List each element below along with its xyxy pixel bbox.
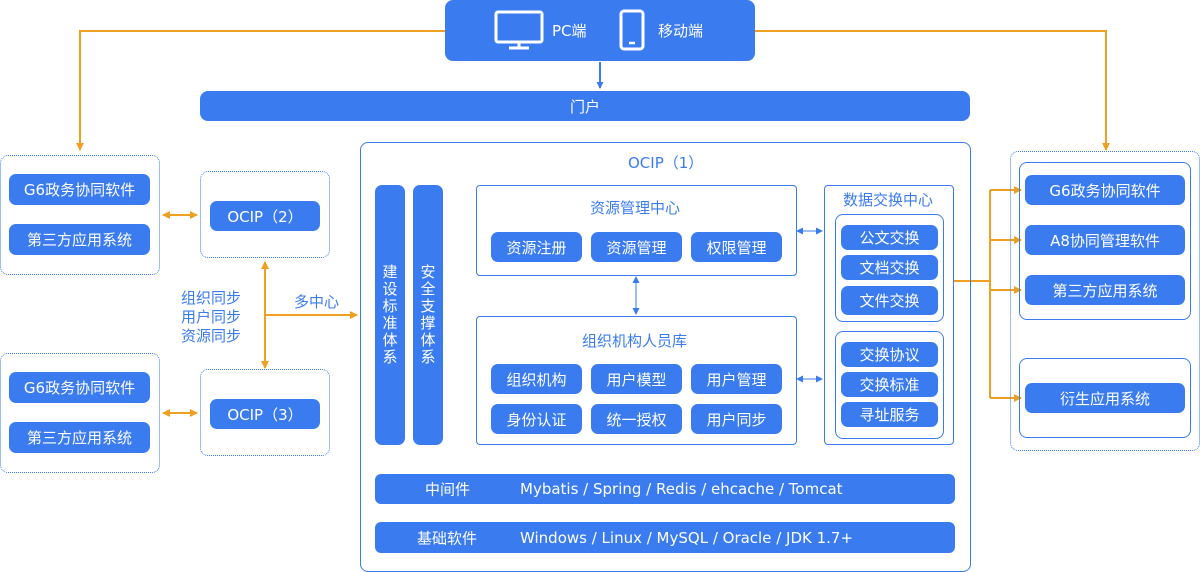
pc-label: PC端 [552, 22, 587, 40]
exchange-center-title: 数据交换中心 [843, 191, 934, 209]
org-item-3-label: 用户管理 [706, 370, 767, 389]
exchange-g2-item-3: 寻址服务 [841, 402, 938, 427]
right-derived-app-label: 衍生应用系统 [1059, 389, 1150, 408]
right-app-2: A8协同管理软件 [1025, 225, 1185, 255]
resource-item-1-label: 资源注册 [506, 238, 567, 257]
org-item-3: 用户管理 [691, 364, 782, 394]
exchange-g1-item-3-label: 文件交换 [859, 292, 920, 310]
ocip3-label: OCIP（3） [227, 405, 303, 424]
resource-item-1: 资源注册 [491, 232, 582, 262]
middleware-value: Mybatis / Spring / Redis / ehcache / Tom… [520, 480, 843, 498]
exchange-group-1 [835, 214, 944, 322]
org-item-5: 统一授权 [591, 404, 682, 434]
left-bottom-app-2-label: 第三方应用系统 [26, 429, 132, 447]
left-top-app-1-label: G6政务协同软件 [23, 181, 136, 199]
vert-security: 安全支撑体系 [413, 185, 443, 445]
vert-security-label: 安全支撑体系 [420, 263, 436, 366]
resource-center-title: 资源管理中心 [590, 199, 681, 217]
right-app-3: 第三方应用系统 [1025, 275, 1185, 305]
vert-standard-label: 建设标准体系 [382, 263, 398, 366]
right-app-1-label: G6政务协同软件 [1049, 181, 1161, 200]
left-top-app-1: G6政务协同软件 [9, 174, 150, 205]
ocip2-group [200, 171, 330, 258]
exchange-g2-item-1-label: 交换协议 [859, 346, 920, 364]
exchange-g2-item-3-label: 寻址服务 [859, 406, 920, 424]
exchange-g1-item-2-label: 文档交换 [859, 259, 920, 277]
sync-line-1: 组织同步 [181, 289, 242, 307]
exchange-g1-item-1-label: 公文交换 [859, 229, 920, 247]
connector-top-right [755, 30, 1110, 151]
left-top-app-group [0, 155, 160, 275]
multi-center-label: 多中心 [294, 293, 340, 311]
base-software-label: 基础软件 [417, 529, 478, 547]
left-bottom-app-1-label: G6政务协同软件 [23, 379, 136, 397]
resource-item-2: 资源管理 [591, 232, 682, 262]
base-software-bar: 基础软件 Windows / Linux / MySQL / Oracle / … [375, 522, 955, 553]
middleware-bar: 中间件 Mybatis / Spring / Redis / ehcache /… [375, 474, 955, 504]
org-item-5-label: 统一授权 [606, 410, 667, 429]
exchange-g1-item-3: 文件交换 [841, 286, 938, 315]
resource-item-2-label: 资源管理 [606, 238, 667, 257]
org-item-4: 身份认证 [491, 404, 582, 434]
sync-line-3: 资源同步 [181, 327, 242, 345]
right-app-3-label: 第三方应用系统 [1052, 281, 1158, 300]
ocip3-node: OCIP（3） [210, 399, 320, 429]
mobile-label: 移动端 [658, 22, 704, 40]
left-top-app-2-label: 第三方应用系统 [26, 231, 132, 249]
mobile-icon [619, 9, 645, 51]
left-bottom-app-1: G6政务协同软件 [9, 372, 150, 403]
right-derived-app: 衍生应用系统 [1025, 383, 1185, 413]
org-item-2: 用户模型 [591, 364, 682, 394]
resource-item-3-label: 权限管理 [706, 238, 767, 257]
portal-label: 门户 [569, 97, 600, 116]
vert-standard: 建设标准体系 [375, 185, 405, 445]
org-item-1-label: 组织机构 [506, 370, 567, 389]
base-software-value: Windows / Linux / MySQL / Oracle / JDK 1… [520, 528, 854, 547]
right-app-1: G6政务协同软件 [1025, 175, 1185, 205]
exchange-g2-item-1: 交换协议 [841, 342, 938, 367]
right-derived-subgroup [1019, 358, 1191, 438]
org-item-6: 用户同步 [691, 404, 782, 434]
resource-item-3: 权限管理 [691, 232, 782, 262]
left-top-app-2: 第三方应用系统 [9, 224, 150, 255]
exchange-g1-item-2: 文档交换 [841, 255, 938, 280]
left-bottom-app-2: 第三方应用系统 [9, 422, 150, 453]
exchange-g1-item-1: 公文交换 [841, 225, 938, 250]
middleware-label: 中间件 [425, 480, 471, 499]
portal-bar: 门户 [200, 91, 970, 121]
ocip2-label: OCIP（2） [227, 207, 303, 226]
ocip3-group [200, 369, 330, 456]
left-bottom-app-group [0, 353, 160, 473]
monitor-icon [494, 10, 544, 50]
exchange-g2-item-2-label: 交换标准 [859, 376, 920, 394]
right-app-subgroup [1019, 162, 1191, 320]
ocip2-node: OCIP（2） [210, 201, 320, 231]
ocip1-title: OCIP（1） [628, 154, 704, 172]
client-bar: PC端 移动端 [445, 0, 755, 61]
org-item-4-label: 身份认证 [506, 410, 567, 429]
sync-line-2: 用户同步 [181, 308, 242, 326]
exchange-group-2 [835, 331, 944, 439]
org-db-title: 组织机构人员库 [582, 332, 688, 350]
right-app-2-label: A8协同管理软件 [1050, 231, 1160, 250]
exchange-g2-item-2: 交换标准 [841, 372, 938, 397]
connector-top-left [76, 30, 445, 151]
org-item-6-label: 用户同步 [706, 410, 767, 429]
org-item-1: 组织机构 [491, 364, 582, 394]
org-item-2-label: 用户模型 [606, 370, 667, 389]
